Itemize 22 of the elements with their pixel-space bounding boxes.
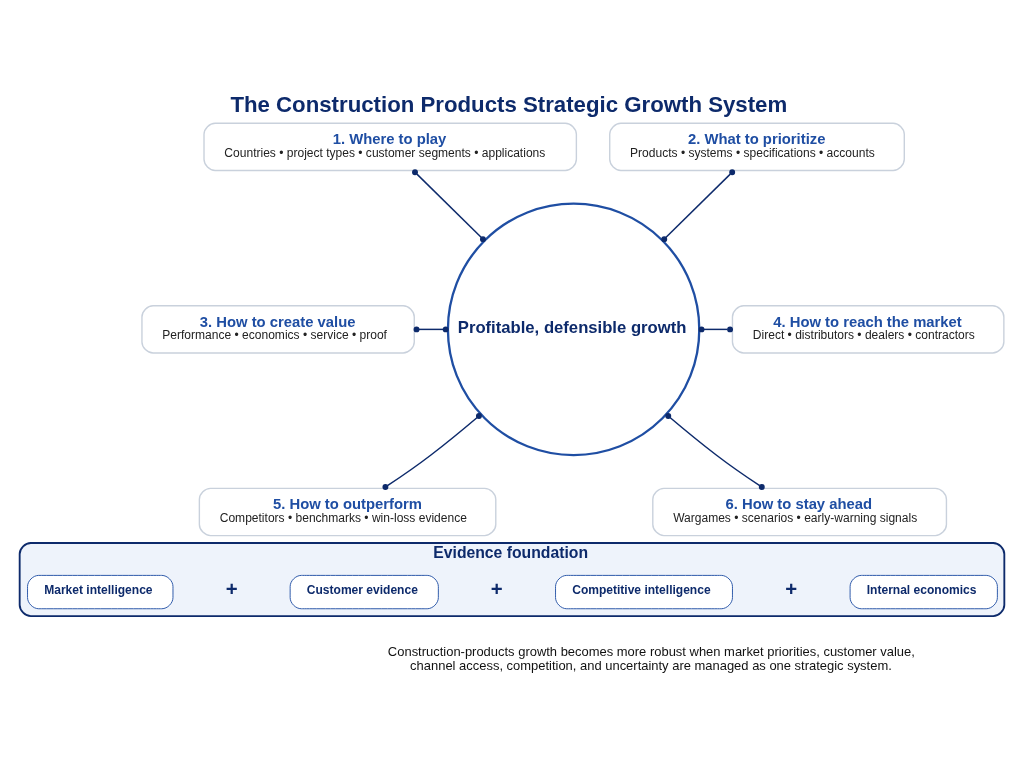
node-circle: Profitable, defensible growth (446, 202, 701, 456)
node-box: 4. How to reach the market Direct • distributors • dealers • contractors (731, 304, 1005, 354)
connector (665, 412, 765, 490)
node-box: 1. Where to play Countries • project types • customer segments • applications (203, 122, 578, 171)
node-box: Market intelligence (27, 574, 174, 609)
node-box: 3. How to create value Performance • economics • service • proof (141, 304, 415, 354)
label: + (225, 577, 238, 600)
connector (698, 325, 733, 332)
node-box: Competitive intelligence (555, 574, 733, 609)
diagram-title: The Construction Products Strategic Growth System (230, 91, 788, 117)
node-box: Customer evidence (289, 574, 439, 609)
node-box: 6. How to stay ahead Wargames • scenarios • early-warning signals (652, 487, 948, 536)
label: + (490, 577, 503, 600)
connector (382, 412, 482, 490)
node-box: 2. What to prioritize Products • systems • specifications • accounts (609, 122, 905, 171)
connector (661, 168, 736, 242)
node-box: 5. How to outperform Competitors • benchmarks • win-loss evidence (198, 487, 497, 536)
connector (412, 168, 486, 242)
label: + (785, 577, 798, 600)
caption: Construction-products growth becomes more robust when market priorities, customer value, channel access, competition, and uncertainty are managed as one strategic system. (387, 643, 915, 673)
node-box: Internal economics (849, 574, 998, 609)
connector (413, 325, 449, 332)
